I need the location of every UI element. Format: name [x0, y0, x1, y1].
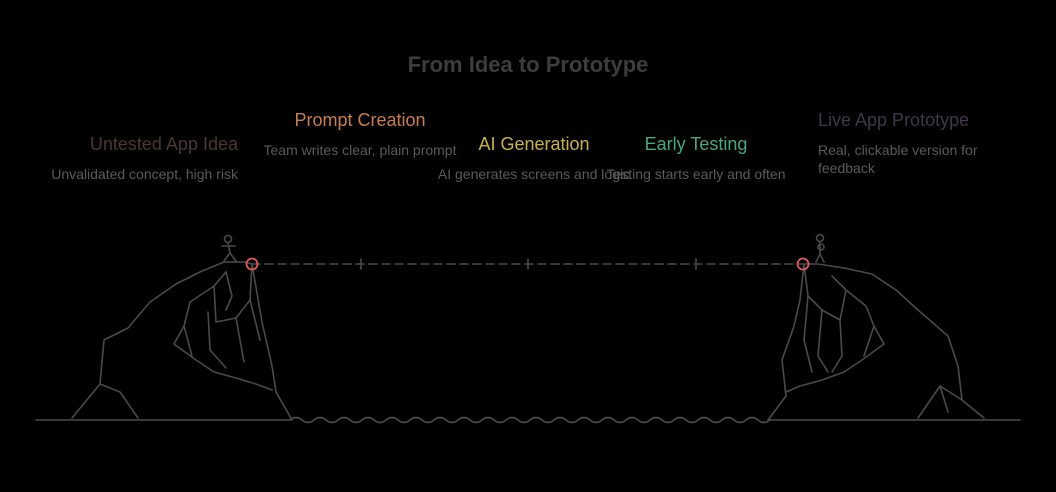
stage-title: AI Generation [478, 134, 590, 154]
stage-description: Unvalidated concept, high risk [51, 166, 238, 182]
end-endpoint-marker [796, 257, 810, 271]
water-waves [289, 416, 771, 424]
stage-description: AI generates screens and logic [437, 166, 631, 182]
left-cliff [71, 261, 293, 421]
stage-prompt-creation: Prompt Creation Team writes clear, plain… [260, 108, 460, 159]
stage-description: Testing starts early and often [606, 166, 786, 182]
walking-figure-icon [221, 234, 237, 262]
stage-description: Real, clickable version for feedback [818, 142, 978, 176]
diagram-title: From Idea to Prototype [407, 52, 649, 77]
stage-early-testing: Early Testing Testing starts early and o… [596, 132, 796, 183]
stage-ai-generation: AI Generation AI generates screens and l… [434, 132, 634, 183]
stage-live-app-prototype: Live App Prototype Real, clickable versi… [818, 108, 1018, 177]
stage-description: Team writes clear, plain prompt [263, 142, 457, 158]
stage-title: Untested App Idea [89, 134, 238, 154]
start-endpoint-marker [245, 257, 259, 271]
stage-title: Prompt Creation [294, 110, 426, 130]
stage-title: Early Testing [644, 134, 748, 154]
stage-title: Live App Prototype [818, 110, 970, 130]
right-cliff [767, 263, 985, 421]
stage-untested-app-idea: Untested App Idea Unvalidated concept, h… [38, 132, 238, 183]
standing-figure-icon [815, 233, 825, 263]
